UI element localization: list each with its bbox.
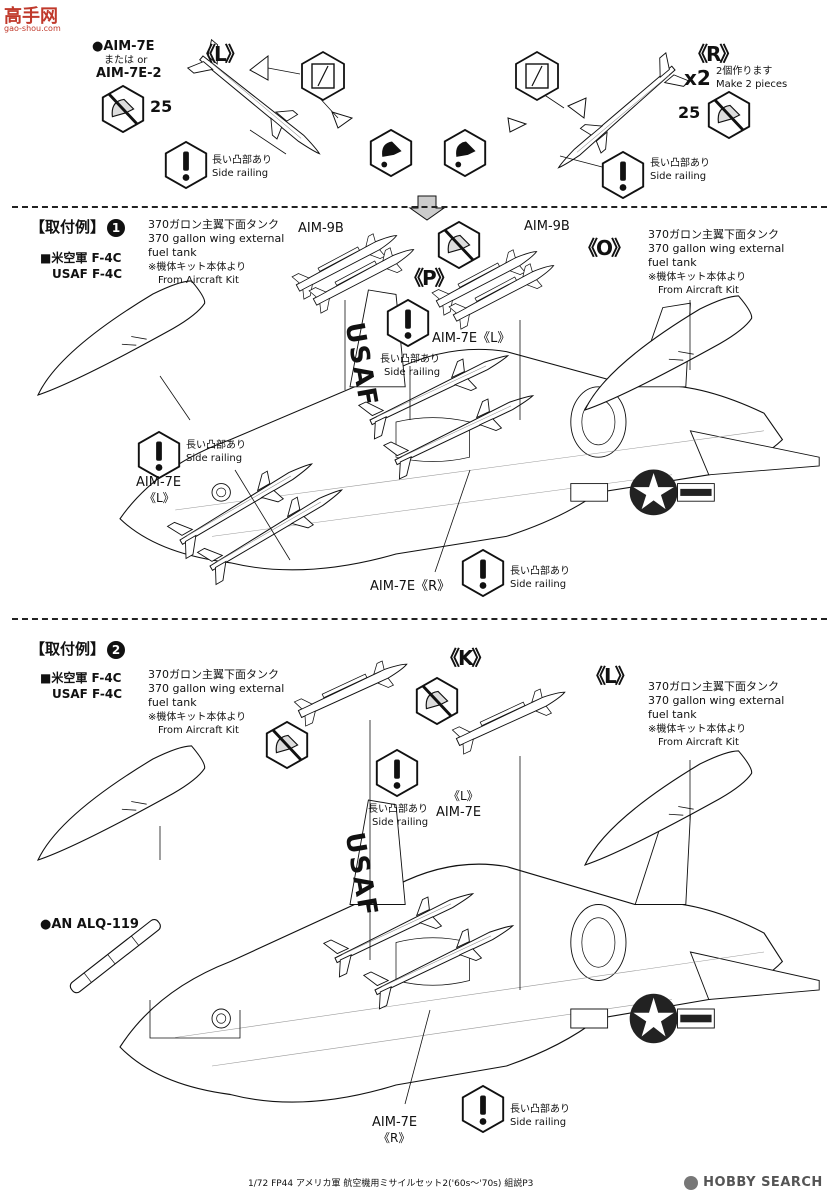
example1-railing-left-jp: 長い凸部あり <box>186 440 246 451</box>
top-railing-left-jp: 長い凸部あり <box>212 155 272 166</box>
top-railing-right-en: Side railing <box>650 171 707 182</box>
example2-tank-right-en1: 370 gallon wing external <box>648 694 785 707</box>
example1-kit-left-en: From Aircraft Kit <box>158 275 239 286</box>
example1-tank-right-jp: 370ガロン主翼下面タンク <box>648 228 779 241</box>
top-part-name-2: AIM-7E-2 <box>96 66 162 81</box>
footer-brand: HOBBY SEARCH <box>684 1172 823 1191</box>
top-right-tag: 《R》 <box>688 42 739 66</box>
caution-hex-icon-ex1-right <box>460 548 506 598</box>
example2-missile-k <box>293 651 413 727</box>
example1-railing-upper-en: Side railing <box>384 367 441 378</box>
example1-tank-left-jp: 370ガロン主翼下面タンク <box>148 218 279 231</box>
example1-tank-left-en1: 370 gallon wing external <box>148 232 285 245</box>
top-left-tag: 《L》 <box>196 42 245 66</box>
cement-hex-icon-ex2-left <box>264 720 310 770</box>
example2-title: 【取付例】2 <box>30 638 126 659</box>
top-make-x2: x2 <box>684 66 711 90</box>
example2-tank-left-en2: fuel tank <box>148 696 197 709</box>
example2-tag-l: 《L》 <box>586 664 635 688</box>
example2-tank-right-en2: fuel tank <box>648 708 697 721</box>
caution-hex-icon-top-right <box>600 150 646 200</box>
example2-kit-right-jp: ※機体キット本体より <box>648 724 747 735</box>
example2-railing-bottom-jp: 長い凸部あり <box>510 1104 570 1115</box>
example1-railing-upper-jp: 長い凸部あり <box>380 354 440 365</box>
example1-railing-left-en: Side railing <box>186 453 243 464</box>
example2-alq-label: ●AN ALQ-119 <box>40 917 139 932</box>
example2-railing-mid-jp: 長い凸部あり <box>368 804 428 815</box>
cement-hex-icon-top-mid-right <box>442 128 488 178</box>
example1-aim7e-r-label: AIM-7E《R》 <box>370 579 451 594</box>
example1-tank-left <box>22 272 210 405</box>
example1-aim7e-l-label: AIM-7E《L》 <box>432 331 511 346</box>
cement-hex-icon-ex1-upper <box>436 220 482 270</box>
example2-kit-right-en: From Aircraft Kit <box>658 737 739 748</box>
section-divider-2 <box>12 618 827 620</box>
example2-aim7e-l-name: AIM-7E <box>436 805 482 820</box>
example2-tank-left-en1: 370 gallon wing external <box>148 682 285 695</box>
cement-hex-icon-ex2-mid <box>414 676 460 726</box>
example1-aim7e-left-label: AIM-7E <box>136 475 182 490</box>
example1-kit-left-jp: ※機体キット本体より <box>148 262 247 273</box>
example1-aim7e-left-tag: 《L》 <box>144 491 175 505</box>
example2-aircraft-en: USAF F-4C <box>52 687 123 701</box>
example2-railing-mid-en: Side railing <box>372 817 429 828</box>
example2-tank-left <box>22 737 210 870</box>
example2-aim7e-r-tag: 《R》 <box>378 1131 411 1145</box>
example1-tag-o: 《O》 <box>578 236 631 260</box>
example2-aim7e-l-tag: 《L》 <box>448 789 479 803</box>
example2-number-badge: 2 <box>107 641 126 659</box>
example2-tag-k: 《K》 <box>440 646 491 670</box>
section-divider-1 <box>12 206 827 208</box>
example1-tag-p: 《P》 <box>404 266 455 290</box>
example2-tank-right-jp: 370ガロン主翼下面タンク <box>648 680 779 693</box>
caution-hex-icon-ex2-mid <box>374 748 420 798</box>
example2-kit-left-en: From Aircraft Kit <box>158 725 239 736</box>
top-part-or: または or <box>104 55 148 66</box>
top-part-name-1: ●AIM-7E <box>92 39 155 54</box>
top-railing-right-jp: 長い凸部あり <box>650 158 710 169</box>
caution-hex-icon-top-left <box>163 140 209 190</box>
example1-tank-right-en1: 370 gallon wing external <box>648 242 785 255</box>
site-logo-chars: 高手网 <box>4 6 58 27</box>
example2-aim7e-r-name: AIM-7E <box>372 1115 418 1130</box>
example1-title: 【取付例】1 <box>30 216 126 237</box>
example1-number-badge: 1 <box>107 219 126 237</box>
example2-missile-l <box>451 679 571 755</box>
caution-hex-icon-ex2-bottom <box>460 1084 506 1134</box>
brand-logo-icon <box>684 1175 698 1190</box>
footer-brand-text: HOBBY SEARCH <box>703 1175 823 1190</box>
top-make-jp: 2個作ります <box>716 66 773 77</box>
page-footer: 1/72 FP44 アメリカ軍 航空機用ミサイルセット2('60s〜'70s) … <box>0 1172 839 1196</box>
cement-hex-icon-top-left <box>100 84 146 134</box>
example1-kit-right-jp: ※機体キット本体より <box>648 272 747 283</box>
example1-tank-right-en2: fuel tank <box>648 256 697 269</box>
example1-aim9b-left-label: AIM-9B <box>298 221 344 236</box>
cement-hex-icon-top-mid-left <box>368 128 414 178</box>
example1-railing-right-jp: 長い凸部あり <box>510 566 570 577</box>
site-logo: 高手网 gao-shou.com <box>4 4 94 34</box>
top-railing-left-en: Side railing <box>212 168 269 179</box>
alq119-drawing <box>69 919 161 994</box>
caution-hex-icon-ex1-left <box>136 430 182 480</box>
example1-tank-left-en2: fuel tank <box>148 246 197 259</box>
example2-kit-left-jp: ※機体キット本体より <box>148 712 247 723</box>
cement-hex-icon-top-right <box>706 90 752 140</box>
top-part-num-right: 25 <box>678 103 701 122</box>
caution-hex-icon-ex1-upper <box>385 298 431 348</box>
example2-tank-left-jp: 370ガロン主翼下面タンク <box>148 668 279 681</box>
top-part-num-left: 25 <box>150 97 173 116</box>
example1-aircraft-jp: ■米空軍 F-4C <box>40 251 122 265</box>
site-logo-url: gao-shou.com <box>4 24 61 33</box>
example1-aim9b-right-label: AIM-9B <box>524 219 570 234</box>
footer-caption: 1/72 FP44 アメリカ軍 航空機用ミサイルセット2('60s〜'70s) … <box>248 1179 534 1189</box>
example1-railing-right-en: Side railing <box>510 579 567 590</box>
example2-railing-bottom-en: Side railing <box>510 1117 567 1128</box>
example1-aircraft-en: USAF F-4C <box>52 267 123 281</box>
example1-kit-right-en: From Aircraft Kit <box>658 285 739 296</box>
top-make-en: Make 2 pieces <box>716 79 788 90</box>
example2-aircraft-jp: ■米空軍 F-4C <box>40 671 122 685</box>
